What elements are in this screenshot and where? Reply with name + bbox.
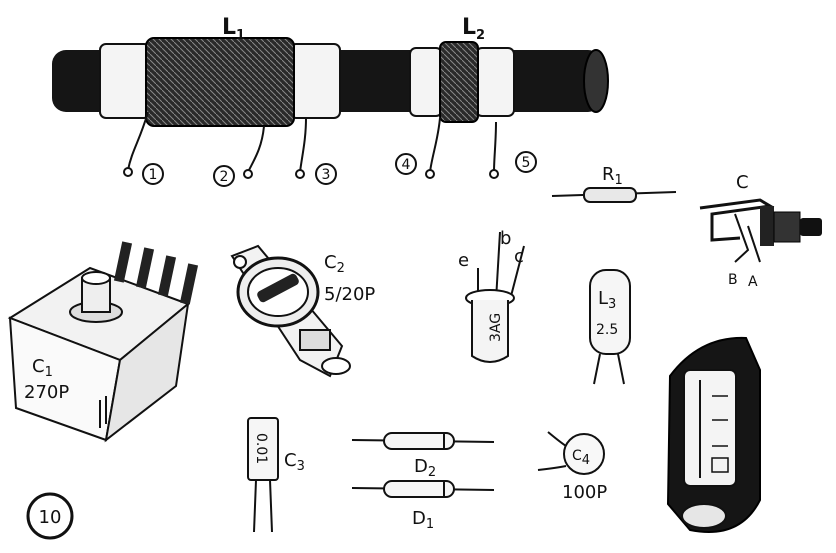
c3-body-marking: 0.01 bbox=[253, 433, 269, 464]
svg-text:5: 5 bbox=[522, 155, 531, 171]
svg-text:3: 3 bbox=[322, 167, 331, 183]
trimmer-capacitor-C2 bbox=[230, 244, 351, 378]
terminal-2: 2 bbox=[213, 165, 235, 187]
value-C4: 100P bbox=[562, 482, 607, 503]
coil-former-sleeve bbox=[99, 43, 151, 119]
coil-L1 bbox=[145, 37, 295, 127]
terminal-5: 5 bbox=[515, 151, 537, 173]
transistor-type-text: 3AG bbox=[488, 313, 504, 342]
terminal-1: 1 bbox=[142, 163, 164, 185]
svg-text:2: 2 bbox=[220, 169, 229, 185]
tuning-dial bbox=[666, 336, 761, 533]
svg-text:4: 4 bbox=[402, 157, 411, 173]
jack-socket bbox=[699, 198, 822, 263]
svg-text:1: 1 bbox=[149, 167, 158, 183]
terminal-3: 3 bbox=[315, 163, 337, 185]
resistor-R1 bbox=[551, 187, 677, 203]
label-C4: C4 bbox=[572, 448, 590, 468]
coil-former-sleeve bbox=[409, 47, 443, 117]
label-D1: D1 bbox=[412, 508, 434, 532]
label-C2: C2 bbox=[324, 252, 345, 276]
coil-L2 bbox=[439, 41, 479, 123]
label-D2: D2 bbox=[414, 456, 436, 480]
figure-number: 10 bbox=[39, 507, 62, 528]
terminal-markers: 1 2 3 4 5 bbox=[142, 151, 537, 187]
label-L3: L3 bbox=[598, 288, 616, 312]
label-R1: R1 bbox=[602, 164, 623, 188]
transistor-3AG: 3AG bbox=[465, 231, 525, 363]
label-transistor-e: e bbox=[458, 250, 469, 271]
terminal-4: 4 bbox=[395, 153, 417, 175]
label-C3: C3 bbox=[284, 450, 305, 474]
label-jack-B: B bbox=[728, 272, 738, 288]
coil-former-sleeve bbox=[289, 43, 341, 119]
label-jack-A: A bbox=[748, 274, 758, 290]
value-C1: 270P bbox=[24, 382, 69, 403]
inductor-L3 bbox=[589, 269, 631, 385]
coil-former-sleeve bbox=[475, 47, 515, 117]
value-C2: 5/20P bbox=[324, 284, 375, 305]
variable-capacitor-C1 bbox=[7, 241, 199, 443]
ferrite-rod-antenna bbox=[52, 37, 609, 127]
label-C1: C1 bbox=[32, 356, 53, 380]
label-jack-C: C bbox=[736, 172, 749, 193]
coil-leads bbox=[123, 111, 499, 179]
diode-D2 bbox=[351, 432, 495, 450]
capacitor-C4 bbox=[537, 431, 605, 475]
label-L2: L2 bbox=[462, 15, 485, 43]
label-transistor-b: b bbox=[500, 228, 511, 249]
capacitor-C3: 0.01 bbox=[247, 417, 279, 533]
diode-D1 bbox=[351, 480, 495, 498]
value-L3: 2.5 bbox=[596, 322, 618, 338]
label-L1: L1 bbox=[222, 15, 245, 43]
figure-number-badge: 10 bbox=[26, 492, 74, 540]
label-transistor-c: c bbox=[514, 246, 524, 267]
